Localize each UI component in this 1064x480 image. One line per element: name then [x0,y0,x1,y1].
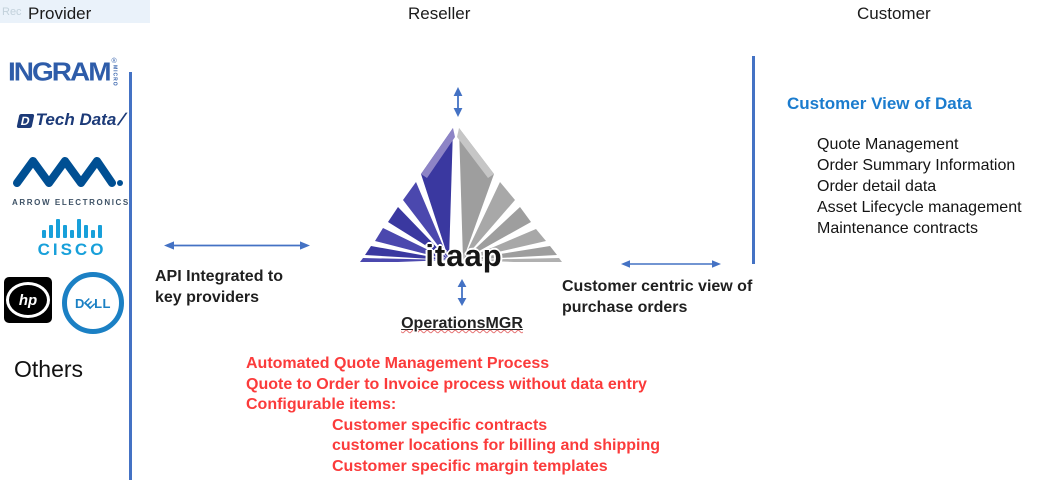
tech-data-logo-text: Tech Data [35,110,117,129]
customer-view-title: Customer View of Data [787,94,972,113]
double-arrow-provider-icon [164,241,310,250]
features-block: Automated Quote Management Process Quote… [246,354,660,477]
dell-logo: DELL [62,272,124,334]
customer-centric-label: Customer centric view of purchase orders [562,278,753,316]
api-integrated-label: API Integrated to key providers [155,268,284,306]
dell-ll: LL [94,295,111,311]
tech-data-d-icon: D [16,114,35,128]
ingram-logo-text: INGRAM [8,57,112,86]
feature-sub-line: Customer specific margin templates [332,457,608,475]
ingram-registered-mark: ® [111,58,117,65]
dell-d: D [75,295,85,311]
ingram-micro-logo: INGRAM ® MICRO [8,57,118,87]
provider-divider-line [129,72,132,480]
tech-data-slash: / [116,110,128,129]
list-item: Quote Management [817,136,959,153]
double-arrow-customer-icon [621,260,721,268]
itaap-pyramid-logo [360,128,562,262]
operations-mgr-label: OperationsMGR [352,315,572,333]
cisco-logo-text: CISCO [37,240,107,259]
feature-line: Automated Quote Management Process [246,355,550,372]
column-header-reseller: Reseller [408,4,471,23]
ingram-micro-text: MICRO [111,65,118,87]
arrow-electronics-caption: ARROW ELECTRONICS [12,198,130,207]
list-item: Maintenance contracts [817,220,978,237]
cisco-bars-icon [22,218,122,238]
arrow-zigzag-icon [13,157,123,187]
column-header-provider: Provider [28,4,92,23]
customer-divider-line [752,56,755,264]
hp-logo: hp [4,277,52,323]
others-label: Others [14,356,84,382]
feature-line: Configurable items: [246,396,397,413]
double-arrow-vertical-bottom-icon [457,279,467,306]
background-watermark: Rec [2,6,22,18]
feature-sub-line: customer locations for billing and shipp… [332,437,661,454]
provider-highlight [0,0,150,23]
cisco-logo: CISCO [22,218,122,260]
list-item: Asset Lifecycle management [817,199,1022,216]
column-header-customer: Customer [857,4,931,23]
feature-line: Quote to Order to Invoice process withou… [246,375,647,393]
double-arrow-vertical-top-icon [453,87,463,117]
feature-sub-line: Customer specific contracts [332,416,548,434]
itaap-logo-text: itaap [425,238,503,273]
list-item: Order detail data [817,178,937,195]
customer-view-list: Quote Management Order Summary Informati… [817,134,1022,239]
hp-logo-text: hp [18,291,38,309]
hp-oval-icon: hp [6,282,50,318]
arrow-electronics-logo [12,150,124,197]
operations-mgr-text: OperationsMGR [401,315,523,332]
list-item: Order Summary Information [817,157,1016,174]
